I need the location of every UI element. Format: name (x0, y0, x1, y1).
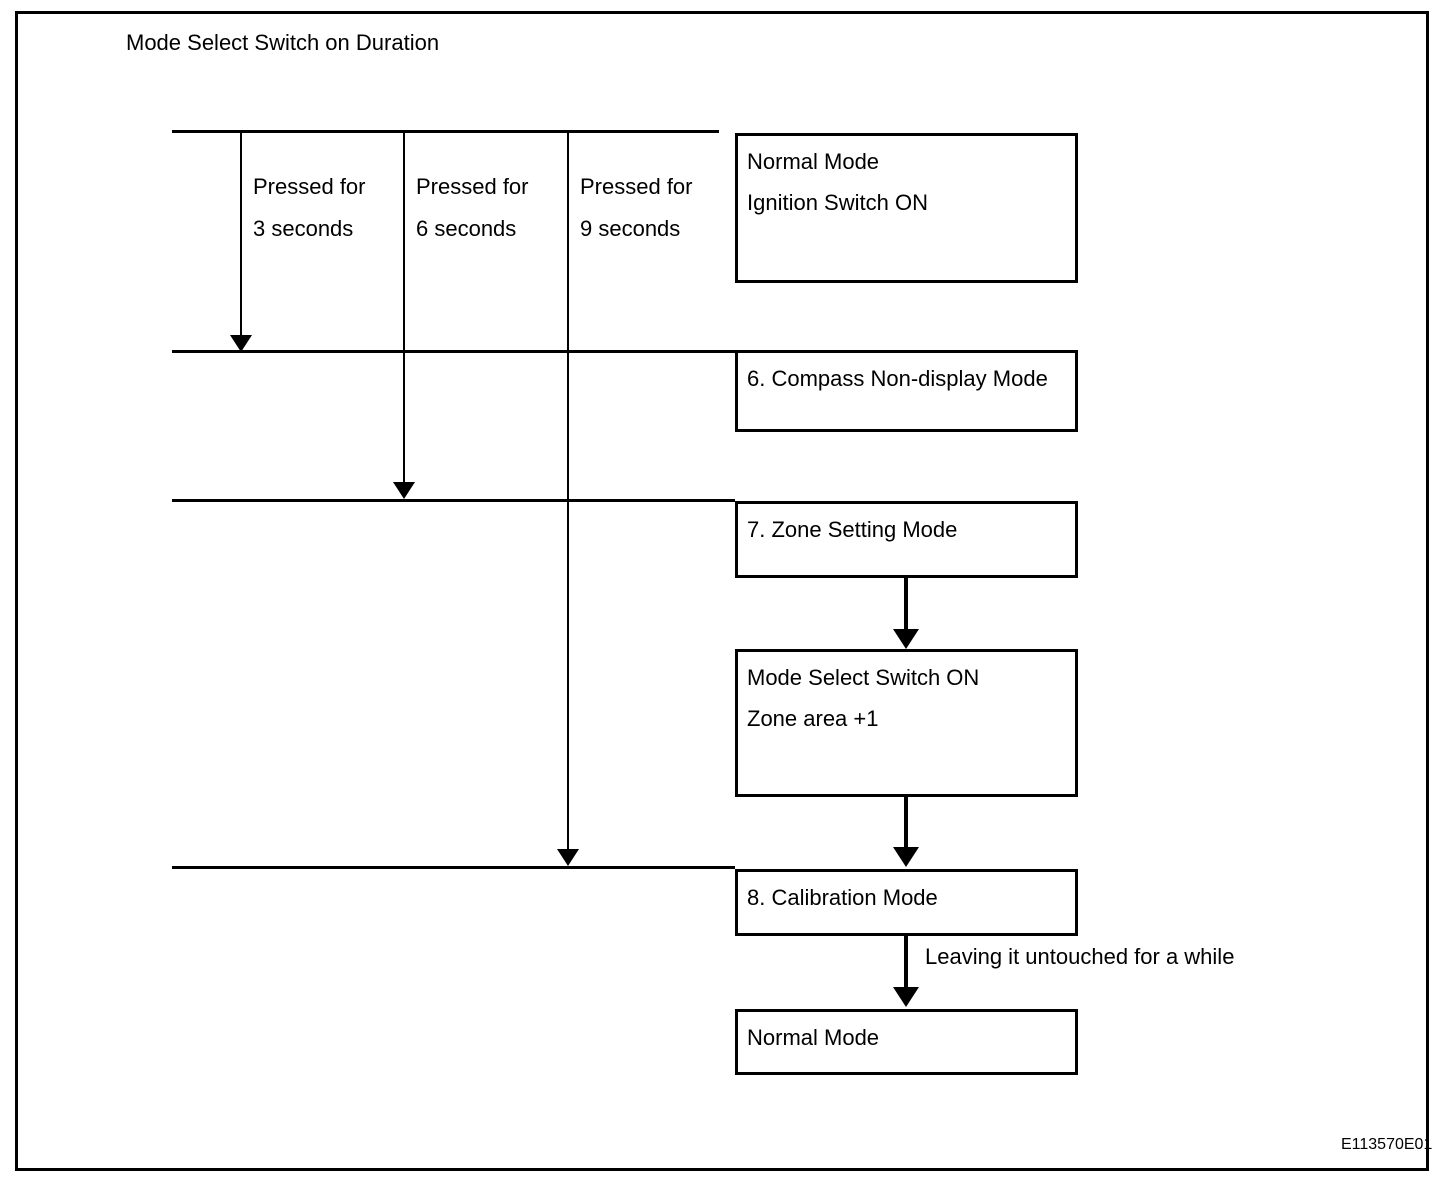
box-compass-non-display-mode: 6. Compass Non-display Mode (735, 350, 1078, 432)
node-text-line: Mode Select Switch ON (747, 665, 980, 690)
arrowhead-down-icon (893, 847, 919, 867)
node-text-line: Normal Mode (747, 149, 880, 174)
arrowhead-down-icon (230, 335, 252, 352)
box-zone-setting-mode: 7. Zone Setting Mode (735, 501, 1078, 578)
arrowhead-down-icon (393, 482, 415, 499)
label-pressed-3s: Pressed for 3 seconds (253, 166, 366, 250)
arrowhead-down-icon (893, 629, 919, 649)
label-line: Pressed for (416, 174, 529, 199)
timing-line-9s (172, 866, 735, 869)
box-normal-mode-end: Normal Mode (735, 1009, 1078, 1075)
node-text-line: Zone area +1 (747, 706, 879, 731)
timing-line-6s (172, 499, 735, 502)
arrow-shaft (240, 130, 242, 335)
box-calibration-mode: 8. Calibration Mode (735, 869, 1078, 936)
transition-label: Leaving it untouched for a while (925, 944, 1235, 969)
figure-code: E113570E01 (1341, 1136, 1433, 1153)
label-line: Pressed for (580, 174, 693, 199)
arrowhead-down-icon (557, 849, 579, 866)
timing-baseline-top (172, 130, 719, 133)
node-text-line: 7. Zone Setting Mode (747, 517, 958, 542)
arrow-shaft (904, 578, 908, 629)
figure-border (15, 11, 1429, 1171)
diagram-title: Mode Select Switch on Duration (126, 30, 440, 55)
label-line: Pressed for (253, 174, 366, 199)
arrow-shaft (403, 130, 405, 482)
arrow-shaft (904, 936, 908, 987)
arrow-shaft (904, 797, 908, 847)
node-text-line: 8. Calibration Mode (747, 885, 938, 910)
label-line: 3 seconds (253, 216, 354, 241)
timing-line-3s (172, 350, 735, 353)
label-line: 6 seconds (416, 216, 517, 241)
node-text-line: Ignition Switch ON (747, 190, 928, 215)
label-pressed-9s: Pressed for 9 seconds (580, 166, 693, 250)
label-line: 9 seconds (580, 216, 681, 241)
node-text-line: Normal Mode (747, 1025, 880, 1050)
box-mode-select-switch-on: Mode Select Switch ON Zone area +1 (735, 649, 1078, 797)
label-pressed-6s: Pressed for 6 seconds (416, 166, 529, 250)
node-text-line: 6. Compass Non-display Mode (747, 366, 1048, 391)
arrow-shaft (567, 130, 569, 849)
box-normal-mode-start: Normal Mode Ignition Switch ON (735, 133, 1078, 283)
arrowhead-down-icon (893, 987, 919, 1007)
